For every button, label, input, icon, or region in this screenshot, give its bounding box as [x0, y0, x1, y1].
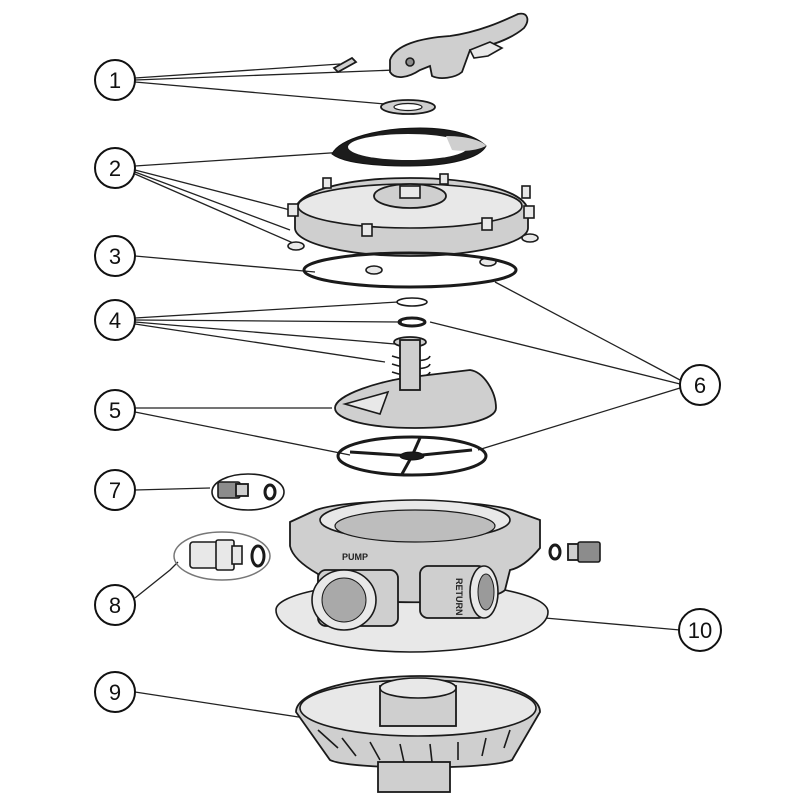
base-diffuser — [295, 675, 541, 793]
handle — [389, 12, 529, 79]
handle-pin — [332, 56, 358, 74]
cover-assembly — [287, 127, 539, 275]
callout-4: 4 — [94, 299, 136, 341]
callout-5: 5 — [94, 389, 136, 431]
drain-plug — [211, 473, 285, 511]
callout-1: 1 — [94, 59, 136, 101]
handle-assembly — [332, 12, 529, 115]
callout-8: 8 — [94, 584, 136, 626]
rotor — [334, 339, 497, 429]
callout-2: 2 — [94, 147, 136, 189]
svg-text:2: 2 — [109, 156, 121, 181]
callout-9: 9 — [94, 671, 136, 713]
svg-text:1: 1 — [109, 68, 121, 93]
svg-text:7: 7 — [109, 478, 121, 503]
small-o-ring-top — [396, 297, 428, 307]
pump-port-label: PUMP — [342, 552, 368, 562]
star-gasket — [336, 435, 488, 477]
svg-text:6: 6 — [694, 373, 706, 398]
callout-3: 3 — [94, 235, 136, 277]
svg-text:10: 10 — [688, 618, 712, 643]
side-port-plug — [548, 541, 601, 563]
callout-7: 7 — [94, 469, 136, 511]
callout-10: 10 — [678, 608, 722, 652]
small-o-ring-middle — [397, 316, 427, 328]
cover-bolts — [287, 173, 535, 237]
hose-fitting — [173, 531, 271, 581]
callout-6: 6 — [679, 364, 721, 406]
return-port-label: RETURN — [454, 578, 464, 616]
valve-body: PUMP RETURN — [275, 499, 601, 653]
svg-text:3: 3 — [109, 244, 121, 269]
svg-text:9: 9 — [109, 680, 121, 705]
svg-text:8: 8 — [109, 593, 121, 618]
leader-lines — [134, 63, 681, 719]
svg-text:5: 5 — [109, 398, 121, 423]
svg-text:4: 4 — [109, 308, 121, 333]
body-o-ring — [302, 251, 518, 289]
